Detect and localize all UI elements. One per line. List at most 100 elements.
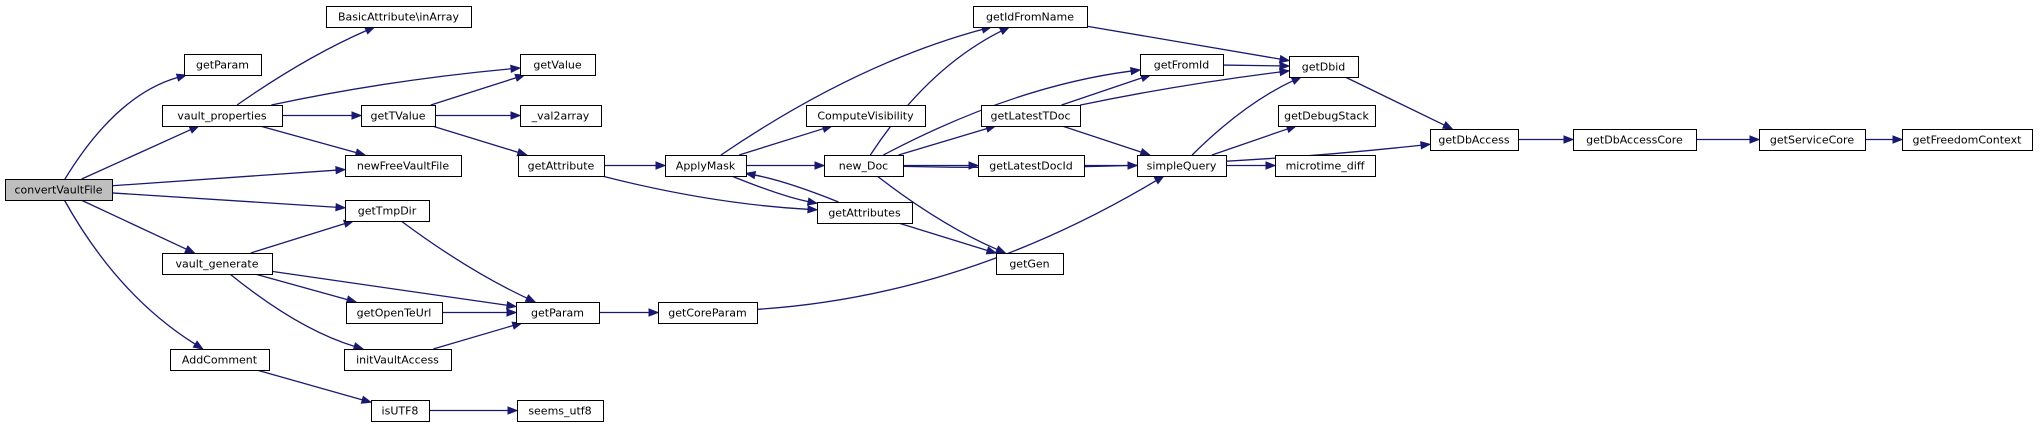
- arrowhead-vault_properties-to-newFreeVaultFile: [354, 148, 367, 157]
- node-box: [824, 155, 904, 177]
- node-microtime_diff[interactable]: microtime_diff: [1275, 155, 1376, 177]
- edge-convertVaultFile-to-getParam1: [64, 76, 178, 180]
- node-getDbid[interactable]: getDbid: [1289, 56, 1359, 78]
- node-vault_properties[interactable]: vault_properties: [162, 105, 283, 127]
- node-label: getAttribute: [528, 160, 595, 173]
- edge-new_Doc-to-getLatestTDoc: [898, 127, 987, 156]
- node-getDbAccessCore[interactable]: getDbAccessCore: [1573, 129, 1697, 151]
- node-getTValue[interactable]: getTValue: [361, 105, 436, 127]
- node-label: BasicAttribute\inArray: [338, 11, 460, 24]
- arrowhead-getParam2-to-getCoreParam: [648, 308, 660, 317]
- node-box: [1430, 129, 1519, 151]
- edge-convertVaultFile-to-newFreeVaultFile: [111, 169, 337, 187]
- node-label: getCoreParam: [668, 307, 746, 320]
- node-getParam2[interactable]: getParam: [516, 302, 600, 324]
- node-box: [345, 200, 430, 222]
- node-box: [162, 253, 273, 275]
- node-getFromId[interactable]: getFromId: [1140, 54, 1224, 76]
- node-convertVaultFile[interactable]: convertVaultFile: [5, 179, 113, 201]
- arrowhead-getAttribute-to-getAttributes: [807, 205, 819, 214]
- edge-vault_properties-to-inArray: [236, 30, 367, 106]
- node-getGen[interactable]: getGen: [996, 253, 1064, 275]
- node-getValue[interactable]: getValue: [520, 54, 596, 76]
- arrowhead-ApplyMask-to-new_Doc: [814, 161, 826, 170]
- edge-getIdFromName-to-getDbid: [1086, 25, 1281, 60]
- arrowhead-vault_generate-to-getOpenTeUrl: [345, 295, 358, 304]
- arrowhead-getIdFromName-to-getDbid: [1278, 54, 1291, 64]
- node-box: [1573, 129, 1697, 151]
- arrowhead-convertVaultFile-to-vault_properties: [188, 125, 201, 134]
- node-label: ApplyMask: [676, 160, 736, 173]
- edge-getTValue-to-getValue: [430, 77, 517, 106]
- node-getTmpDir[interactable]: getTmpDir: [345, 200, 430, 222]
- edge-simpleQuery-to-getDbid: [1191, 80, 1294, 156]
- node-getDbAccess[interactable]: getDbAccess: [1430, 129, 1519, 151]
- node-inArray[interactable]: BasicAttribute\inArray: [326, 6, 472, 28]
- node-getOpenTeUrl[interactable]: getOpenTeUrl: [346, 302, 443, 324]
- node-label: simpleQuery: [1147, 160, 1217, 173]
- node-box: [184, 54, 262, 76]
- edge-getDbid-to-getDbAccess: [1344, 76, 1445, 126]
- node-box: [1140, 54, 1224, 76]
- node-box: [978, 155, 1085, 177]
- node-box: [346, 302, 443, 324]
- node-label: getValue: [533, 59, 582, 72]
- arrowhead-isUTF8-to-seems_utf8: [507, 406, 519, 415]
- arrowhead-getServiceCore-to-getFreedomContext: [1892, 135, 1904, 144]
- node-label: getLatestTDoc: [990, 110, 1070, 123]
- node-simpleQuery[interactable]: simpleQuery: [1137, 155, 1227, 177]
- edge-convertVaultFile-to-vault_properties: [81, 129, 191, 180]
- node-getIdFromName[interactable]: getIdFromName: [973, 6, 1088, 28]
- edge-convertVaultFile-to-AddComment: [63, 199, 196, 345]
- arrowhead-new_Doc-to-getGen: [994, 245, 1007, 254]
- edge-vault_properties-to-getValue: [271, 68, 512, 106]
- node-getAttribute[interactable]: getAttribute: [518, 155, 605, 177]
- node-getAttributes[interactable]: getAttributes: [817, 202, 913, 224]
- node-getLatestTDoc[interactable]: getLatestTDoc: [981, 105, 1081, 127]
- arrowhead-simpleQuery-to-getDbid: [1290, 76, 1303, 85]
- edge-getTmpDir-to-getParam2: [400, 220, 528, 299]
- edge-getTValue-to-getAttribute: [432, 125, 519, 153]
- edge-new_Doc-to-getFromId: [883, 70, 1132, 156]
- edge-new_Doc-to-getGen: [876, 175, 998, 251]
- arrowhead-getLatestTDoc-to-simpleQuery: [1139, 147, 1152, 157]
- node-ComputeVisibility[interactable]: ComputeVisibility: [806, 105, 926, 127]
- node-getServiceCore[interactable]: getServiceCore: [1759, 129, 1866, 151]
- arrowhead-convertVaultFile-to-getTmpDir: [335, 202, 347, 212]
- node-val2array[interactable]: _val2array: [520, 105, 602, 127]
- node-label: getFreedomContext: [1913, 134, 2023, 147]
- node-AddComment[interactable]: AddComment: [170, 349, 270, 371]
- node-initVaultAccess[interactable]: initVaultAccess: [344, 349, 452, 371]
- node-getCoreParam[interactable]: getCoreParam: [658, 302, 758, 324]
- arrowhead-getAttributes-to-getGen: [985, 246, 998, 255]
- node-box: [520, 105, 602, 127]
- node-seems_utf8[interactable]: seems_utf8: [517, 400, 604, 422]
- node-getLatestDocId[interactable]: getLatestDocId: [978, 155, 1085, 177]
- node-label: getDbAccessCore: [1586, 134, 1683, 147]
- node-getFreedomContext[interactable]: getFreedomContext: [1902, 129, 2033, 151]
- node-label: microtime_diff: [1286, 160, 1365, 173]
- edge-ApplyMask-to-ComputeVisibility: [738, 128, 824, 156]
- arrowhead-new_Doc-to-getDbAccess: [1420, 141, 1432, 150]
- arrowhead-new_Doc-to-getFromId: [1130, 66, 1142, 76]
- edge-vault_generate-to-getParam2: [271, 270, 508, 306]
- node-box: [981, 105, 1081, 127]
- node-getParam1[interactable]: getParam: [184, 54, 262, 76]
- node-new_Doc[interactable]: new_Doc: [824, 155, 904, 177]
- arrowhead-getCoreParam-to-simpleQuery: [1153, 175, 1166, 185]
- arrowhead-getTValue-to-getValue: [514, 73, 526, 82]
- arrowhead-vault_properties-to-getTValue: [351, 111, 363, 120]
- node-label: vault_properties: [177, 110, 266, 123]
- edge-getAttributes-to-getGen: [898, 222, 988, 252]
- node-newFreeVaultFile[interactable]: newFreeVaultFile: [345, 155, 462, 177]
- node-ApplyMask[interactable]: ApplyMask: [665, 155, 747, 177]
- node-vault_generate[interactable]: vault_generate: [162, 253, 273, 275]
- arrowhead-getTmpDir-to-getParam2: [524, 294, 537, 303]
- node-isUTF8[interactable]: isUTF8: [371, 400, 430, 422]
- node-getDebugStack[interactable]: getDebugStack: [1278, 105, 1376, 127]
- node-box: [361, 105, 436, 127]
- node-label: getParam: [196, 59, 249, 72]
- node-box: [5, 179, 113, 201]
- node-label: initVaultAccess: [356, 354, 439, 367]
- node-label: getIdFromName: [986, 11, 1074, 24]
